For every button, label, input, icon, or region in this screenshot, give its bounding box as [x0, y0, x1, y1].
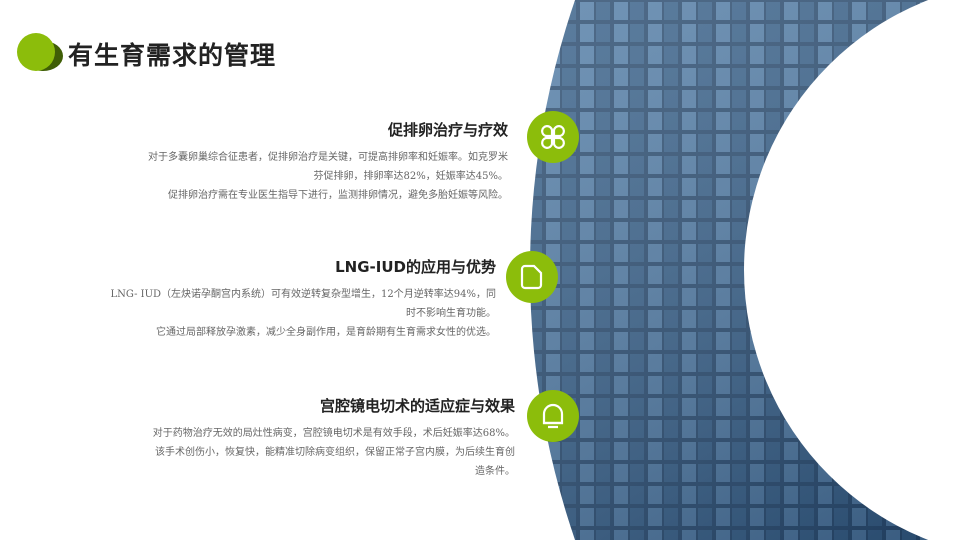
section-heading: 宫腔镜电切术的适应症与效果: [319, 397, 515, 415]
section-text: 对于多囊卵巢综合征患者，促排卵治疗是关键，可提高排卵率和妊娠率。如克罗米芬促排卵…: [148, 152, 508, 201]
clover-icon: [527, 111, 579, 163]
section-hysteroscopy: 宫腔镜电切术的适应症与效果 对于药物治疗无效的局灶性病变，宫腔镜电切术是有效手段…: [95, 395, 515, 481]
section-lng-iud: LNG-IUD的应用与优势 LNG- IUD（左炔诺孕酮宫内系统）可有效逆转复杂…: [76, 256, 496, 342]
bell-icon: [527, 390, 579, 442]
page-title: 有生育需求的管理: [68, 41, 277, 70]
section-text: 对于药物治疗无效的局灶性病变，宫腔镜电切术是有效手段，术后妊娠率达68%。该手术…: [152, 428, 515, 477]
section-ovulation: 促排卵治疗与疗效 对于多囊卵巢综合征患者，促排卵治疗是关键，可提高排卵率和妊娠率…: [88, 119, 508, 205]
document-icon: [506, 251, 558, 303]
section-heading: LNG-IUD的应用与优势: [335, 258, 496, 276]
section-text: LNG- IUD（左炔诺孕酮宫内系统）可有效逆转复杂型增生，12个月逆转率达94…: [110, 289, 496, 338]
section-heading: 促排卵治疗与疗效: [387, 121, 508, 139]
title-logo-icon: [17, 33, 63, 71]
